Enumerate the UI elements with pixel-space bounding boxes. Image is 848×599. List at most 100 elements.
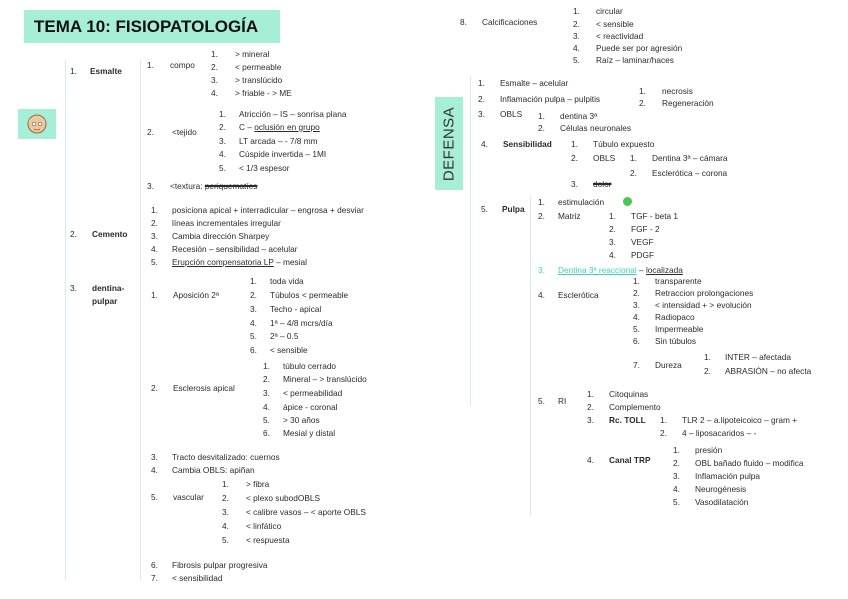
tubulo-label: Túbulo expuesto xyxy=(593,139,655,149)
list-item-num: 2. xyxy=(660,428,667,438)
sens-num: 4. xyxy=(481,139,488,149)
list-item-num: 2. xyxy=(639,98,646,108)
list-item: ABRASIÓN – no afecta xyxy=(725,366,812,376)
list-item-num: 4. xyxy=(250,318,257,328)
list-item-num: 5. xyxy=(633,324,640,334)
cemento-num: 2. xyxy=(70,229,77,239)
sens-obls-num: 2. xyxy=(571,153,578,163)
list-item: 2ª – 0.5 xyxy=(270,331,299,341)
list-item-num: 5. xyxy=(263,415,270,425)
erupcion-rest: – mesial xyxy=(273,257,307,267)
list-item-num: 2. xyxy=(609,224,616,234)
list-item-num: 2. xyxy=(263,374,270,384)
dureza-label: Dureza xyxy=(655,360,682,370)
cambia-label: Cambia OBLS: apiñan xyxy=(172,465,255,475)
list-item: > friable - > ME xyxy=(235,88,292,98)
calc-label: Calcificaciones xyxy=(482,17,538,27)
list-item-num: 5. xyxy=(673,497,680,507)
esclerosis-label: Esclerosis apical xyxy=(173,383,235,393)
list-item-num: 1. xyxy=(673,445,680,455)
dentina-label-2: pulpar xyxy=(92,296,118,306)
list-item-num: 6. xyxy=(250,345,257,355)
list-item: Techo - apical xyxy=(270,304,322,314)
list-item: OBL bañado fluido – modifica xyxy=(695,458,804,468)
list-item: Cambia dirección Sharpey xyxy=(172,231,270,241)
list-item: Mesial y distal xyxy=(283,428,336,438)
list-item: > mineral xyxy=(235,49,270,59)
green-dot-icon xyxy=(623,197,632,206)
fibrosis-label: Fibrosis pulpar progresiva xyxy=(172,560,268,570)
list-item: Túbulos < permeable xyxy=(270,290,349,300)
list-item: < sensible xyxy=(270,345,308,355)
dentina-label: dentina- xyxy=(92,283,125,293)
list-item-num: 1. xyxy=(639,86,646,96)
list-item-num: 2. xyxy=(219,122,226,132)
list-item: < sensible xyxy=(596,19,634,29)
list-item: PDGF xyxy=(631,250,655,260)
guide-line xyxy=(140,60,141,580)
list-item: 4 – liposacaridos – - xyxy=(682,428,757,438)
list-item-num: 3. xyxy=(633,300,640,310)
sens-obls-label: OBLS xyxy=(593,153,616,163)
list-item: Raíz – laminar/haces xyxy=(596,55,674,65)
list-item-num: 2. xyxy=(538,123,545,133)
escler-label: Esclerótica xyxy=(558,290,599,300)
matriz-num: 2. xyxy=(538,211,545,221)
toll-num: 3. xyxy=(587,415,594,425)
list-item: FGF - 2 xyxy=(631,224,660,234)
cambia-num: 4. xyxy=(151,465,158,475)
list-item-text: C – xyxy=(239,122,255,132)
list-item: Recesión – sensibilidad – acelular xyxy=(172,244,298,254)
list-item-num: 5. xyxy=(250,331,257,341)
list-item-num: 2. xyxy=(633,288,640,298)
list-item-num: 2. xyxy=(250,290,257,300)
list-item: < respuesta xyxy=(246,535,290,545)
defensa-text: DEFENSA xyxy=(440,106,458,181)
list-item: < permeable xyxy=(235,62,282,72)
list-item: Radiopaco xyxy=(655,312,695,322)
list-item: Puede ser por agresión xyxy=(596,43,683,53)
dentina-num: 3. xyxy=(70,283,77,293)
escler-num: 4. xyxy=(538,290,545,300)
list-item-num: 6. xyxy=(633,336,640,346)
list-item: Dentina 3ª – cámara xyxy=(652,153,728,163)
list-item: Cúspide invertida – 1MI xyxy=(239,149,327,159)
list-item-num: 1. xyxy=(211,49,218,59)
list-item-num: 1. xyxy=(250,276,257,286)
list-item: Regeneración xyxy=(662,98,714,108)
esclerosis-num: 2. xyxy=(151,383,158,393)
list-item: C – oclusión en grupo xyxy=(239,122,320,132)
cito-label: Citoquinas xyxy=(609,389,649,399)
textura-label: <textura: periquematíes xyxy=(170,181,257,191)
page-title: TEMA 10: FISIOPATOLOGÍA xyxy=(24,10,280,43)
list-item: Impermeable xyxy=(655,324,704,334)
list-item: Inflamación pulpa xyxy=(695,471,761,481)
list-item-num: 2. xyxy=(704,366,711,376)
matriz-label: Matriz xyxy=(558,211,581,221)
list-item-num: 4. xyxy=(573,43,580,53)
list-item: TGF - beta 1 xyxy=(631,211,679,221)
def-obls-num: 3. xyxy=(478,109,485,119)
pulpa-num: 5. xyxy=(481,204,488,214)
list-item-num: 6. xyxy=(263,428,270,438)
list-item-num: 3. xyxy=(151,231,158,241)
aposicion-num: 1. xyxy=(151,290,158,300)
fibrosis-num: 6. xyxy=(151,560,158,570)
list-item: < reactividad xyxy=(596,31,644,41)
list-item-num: 4. xyxy=(673,484,680,494)
dentina3-num: 3. xyxy=(538,265,545,275)
guide-line xyxy=(530,195,531,515)
list-item-num: 1. xyxy=(538,111,545,121)
dolor-num: 3. xyxy=(571,179,578,189)
calc-num: 8. xyxy=(460,17,467,27)
list-item: < calibre vasos – < aporte OBLS xyxy=(246,507,366,517)
avatar xyxy=(18,109,56,139)
list-item-num: 4. xyxy=(609,250,616,260)
list-item: Mineral – > translúcido xyxy=(283,374,367,384)
trp-num: 4. xyxy=(587,455,594,465)
textura-num: 3. xyxy=(147,181,154,191)
compl-label: Complemento xyxy=(609,402,661,412)
avatar-face-icon xyxy=(27,114,47,134)
list-item-num: 1. xyxy=(660,415,667,425)
list-item: Atricción – IS – sonrisa plana xyxy=(239,109,347,119)
